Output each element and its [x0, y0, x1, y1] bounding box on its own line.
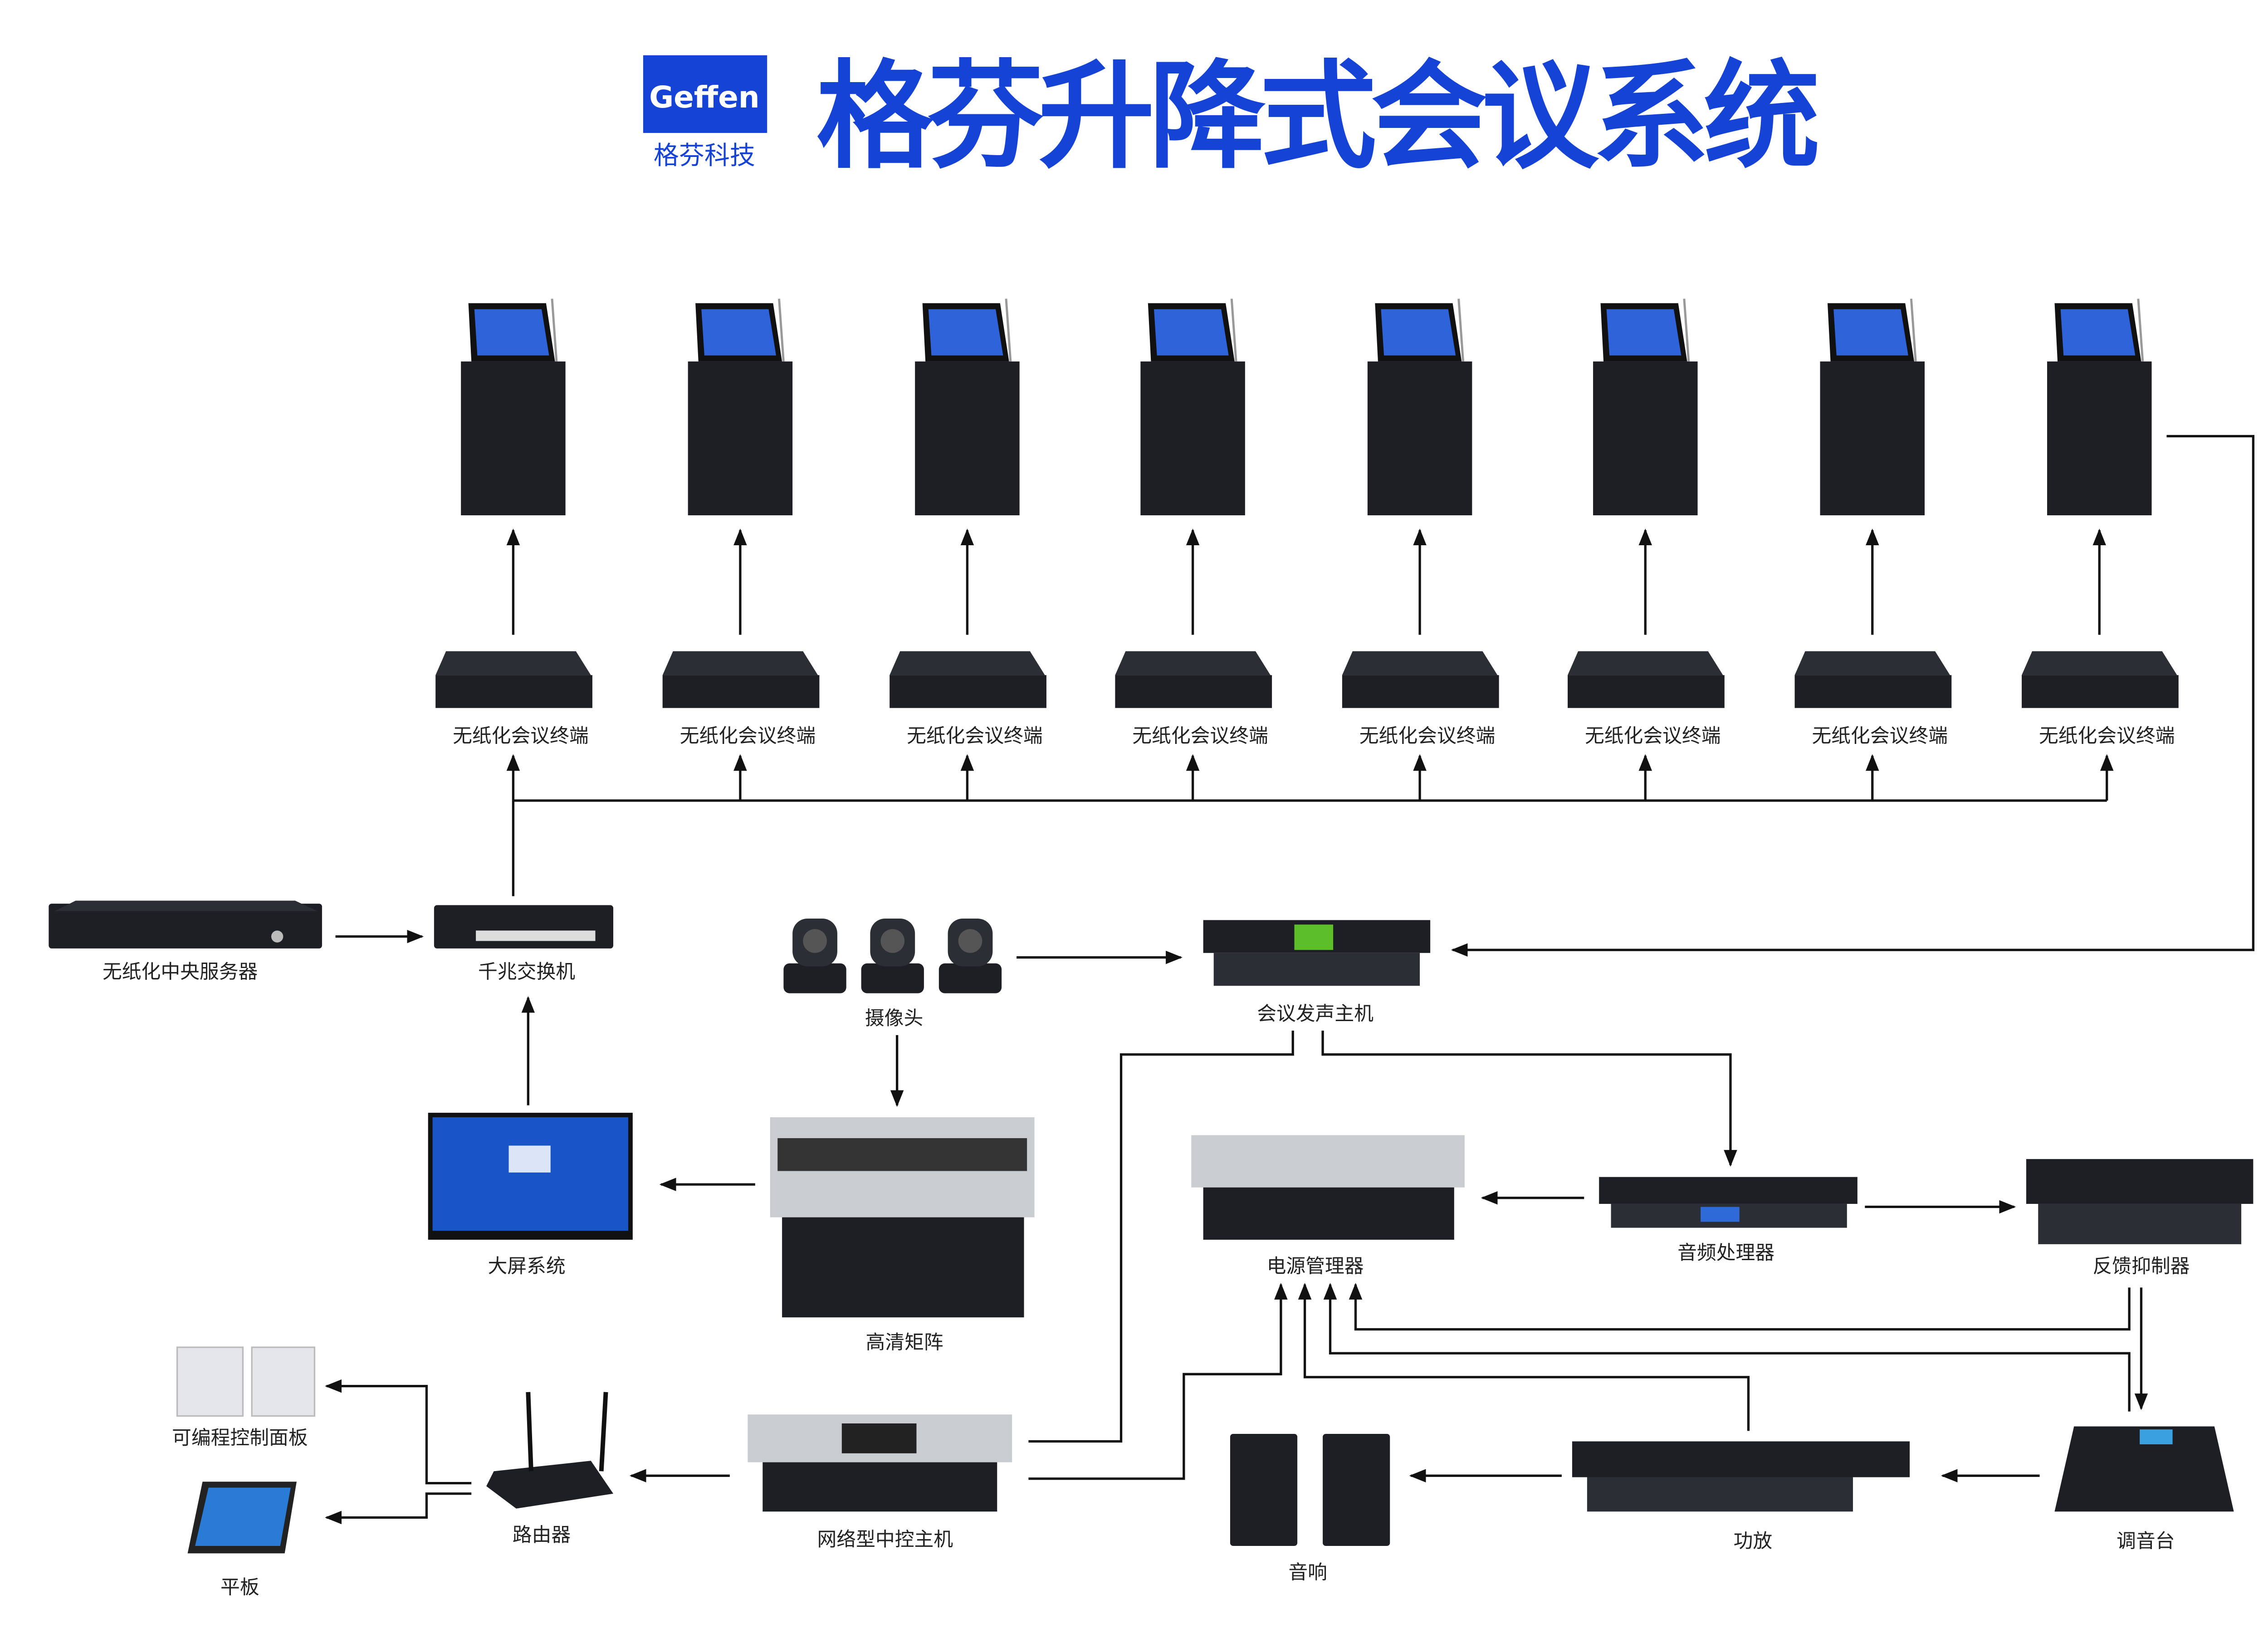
- lift-monitor: [1140, 298, 1245, 515]
- terminal-label: 无纸化会议终端: [680, 724, 816, 747]
- speaker-icon: [1230, 1434, 1298, 1546]
- microphone-icon: [1457, 298, 1465, 362]
- mixer-to-power-line: [1323, 1283, 2131, 1412]
- page-title: 格芬升降式会议系统: [816, 49, 1820, 185]
- matrix-label: 高清矩阵: [866, 1331, 943, 1354]
- terminal-label: 无纸化会议终端: [453, 724, 589, 747]
- router-to-panel-arrow: [325, 1379, 472, 1485]
- feedback-suppressor: 反馈抑制器: [2026, 1159, 2253, 1277]
- terminal-label: 无纸化会议终端: [1585, 724, 1721, 747]
- paperless-terminal: 无纸化会议终端: [1794, 651, 1952, 747]
- paperless-terminal: 无纸化会议终端: [890, 651, 1046, 747]
- power-manager-label: 电源管理器: [1267, 1255, 1364, 1277]
- mixer-label: 调音台: [2116, 1530, 2175, 1552]
- microphone-icon: [1910, 298, 1917, 362]
- lift-monitor: [2047, 298, 2152, 515]
- audio-processor-label: 音频处理器: [1677, 1242, 1774, 1264]
- switch-label: 千兆交换机: [478, 961, 575, 983]
- microphone-icon: [1683, 298, 1690, 362]
- lift-monitor: [1593, 298, 1698, 515]
- geffen-logo: Geffen 格芬科技: [643, 55, 767, 171]
- power-manager: 电源管理器: [1191, 1135, 1465, 1277]
- amp-to-power-line: [1298, 1283, 1750, 1431]
- big-screen: 大屏系统: [428, 1113, 633, 1277]
- paperless-terminal: 无纸化会议终端: [435, 651, 592, 747]
- speaker-label: 音响: [1288, 1561, 1327, 1584]
- amplifier-label: 功放: [1734, 1530, 1773, 1552]
- host-to-audio-processor-arrow: [1321, 1030, 1737, 1167]
- microphone-icon: [2137, 298, 2144, 362]
- microphone-icon: [778, 298, 785, 362]
- lift-monitor: [1820, 298, 1925, 515]
- central-controller: 网络型中控主机: [748, 1414, 1012, 1551]
- camera-icon: [783, 919, 846, 993]
- cameras: 摄像头: [783, 919, 1002, 1030]
- tablet-label: 平板: [220, 1576, 259, 1599]
- lift-monitor: [1367, 298, 1472, 515]
- host-label: 会议发声主机: [1257, 1002, 1374, 1025]
- paperless-server: 无纸化中央服务器: [49, 900, 322, 983]
- logo-text: Geffen: [649, 80, 760, 115]
- control-panel-label: 可编程控制面板: [172, 1427, 308, 1449]
- feedback-to-power-line: [1349, 1283, 2131, 1331]
- lift-monitor: [461, 298, 566, 515]
- server-label: 无纸化中央服务器: [103, 961, 258, 983]
- hd-matrix: 高清矩阵: [770, 1117, 1035, 1354]
- camera-icon: [938, 919, 1002, 993]
- monitor-to-host-line: [1451, 435, 2255, 957]
- paperless-terminal: 无纸化会议终端: [1342, 651, 1499, 747]
- microphone-icon: [1230, 298, 1237, 362]
- feedback-label: 反馈抑制器: [2092, 1255, 2190, 1277]
- audio-processor: 音频处理器: [1599, 1177, 1857, 1264]
- controller-to-power-line: [1028, 1283, 1288, 1480]
- paperless-terminal: 无纸化会议终端: [1115, 651, 1272, 747]
- controller-label: 网络型中控主机: [817, 1528, 953, 1551]
- terminal-label: 无纸化会议终端: [1359, 724, 1496, 747]
- big-screen-label: 大屏系统: [488, 1255, 565, 1277]
- terminal-label: 无纸化会议终端: [907, 724, 1043, 747]
- gigabit-switch: 千兆交换机: [434, 905, 614, 983]
- speakers: 音响: [1230, 1434, 1390, 1584]
- terminal-label: 无纸化会议终端: [2039, 724, 2175, 747]
- router-to-tablet-arrow: [325, 1492, 472, 1525]
- amplifier: 功放: [1572, 1441, 1910, 1552]
- microphone-icon: [551, 298, 558, 362]
- camera-icon: [861, 919, 924, 993]
- speaker-icon: [1323, 1434, 1390, 1546]
- tablet: 平板: [187, 1482, 297, 1599]
- lift-monitor: [688, 298, 793, 515]
- mixer: 调音台: [2054, 1426, 2234, 1552]
- router-label: 路由器: [513, 1524, 571, 1546]
- host-to-controller-line: [1028, 1030, 1294, 1443]
- logo-subtitle: 格芬科技: [654, 141, 755, 171]
- microphone-icon: [1005, 298, 1012, 362]
- paperless-terminal: 无纸化会议终端: [1568, 651, 1725, 747]
- conference-host: 会议发声主机: [1203, 920, 1431, 1025]
- camera-label: 摄像头: [865, 1007, 923, 1030]
- control-panel: 可编程控制面板: [172, 1346, 316, 1449]
- paperless-terminal: 无纸化会议终端: [2022, 651, 2179, 747]
- lift-monitor: [915, 298, 1020, 515]
- terminal-label: 无纸化会议终端: [1812, 724, 1948, 747]
- paperless-terminal: 无纸化会议终端: [662, 651, 820, 747]
- terminal-label: 无纸化会议终端: [1132, 724, 1268, 747]
- router: 路由器: [486, 1392, 614, 1546]
